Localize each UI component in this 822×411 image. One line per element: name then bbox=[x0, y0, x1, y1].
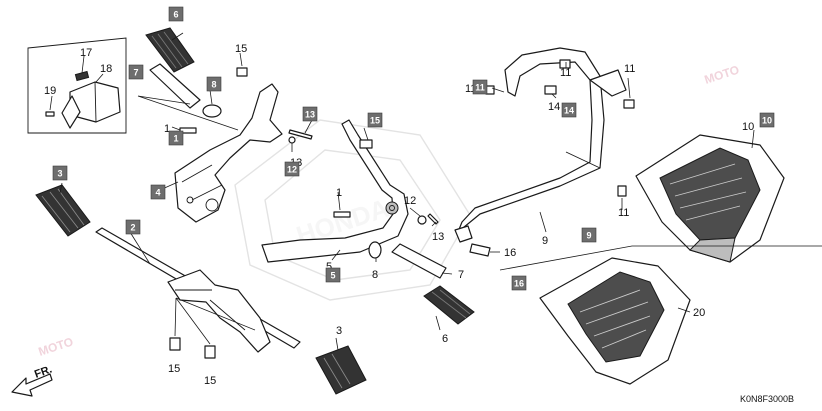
boxed-callout-14: 14 bbox=[561, 102, 577, 118]
boxed-callout-9: 9 bbox=[581, 227, 597, 243]
part-19-bolt bbox=[45, 111, 55, 117]
svg-text:7: 7 bbox=[133, 68, 138, 78]
svg-text:5: 5 bbox=[330, 271, 335, 281]
part-1-bolt-lower bbox=[333, 211, 351, 218]
callout-17: 17 bbox=[80, 47, 92, 59]
part-14-bolt bbox=[544, 85, 557, 95]
diagram-code: K0N8F3000B bbox=[740, 394, 794, 404]
callout-13-lower: 13 bbox=[432, 231, 444, 243]
part-9-guard-frame bbox=[454, 47, 627, 243]
callout-18: 18 bbox=[100, 63, 112, 75]
callout-15-right: 15 bbox=[204, 375, 216, 387]
svg-text:FR.: FR. bbox=[33, 363, 54, 380]
part-15-bolt-top bbox=[236, 67, 248, 77]
callout-1-lower: 1 bbox=[336, 187, 342, 199]
front-direction-indicator: FR. bbox=[11, 363, 54, 397]
part-13-pin-lower bbox=[427, 213, 439, 225]
callout-15-top: 15 bbox=[235, 43, 247, 55]
svg-text:12: 12 bbox=[287, 165, 297, 175]
part-8-washer bbox=[202, 104, 222, 118]
callout-6: 6 bbox=[442, 333, 448, 345]
part-12-clip-upper bbox=[288, 136, 296, 144]
logo-moto-right: MOTO bbox=[703, 62, 741, 86]
callout-15-left: 15 bbox=[168, 363, 180, 375]
svg-text:8: 8 bbox=[211, 80, 216, 90]
callout-19: 19 bbox=[44, 85, 56, 97]
part-11-bolt-c bbox=[617, 185, 627, 197]
callout-1-upper: 1 bbox=[164, 123, 170, 135]
part-8-washer-lower bbox=[368, 241, 382, 259]
boxed-callout-3: 3 bbox=[52, 165, 68, 181]
callout-3: 3 bbox=[336, 325, 342, 337]
callout-5: 5 bbox=[326, 261, 332, 273]
callout-11-right: 11 bbox=[624, 63, 635, 75]
boxed-callout-2: 2 bbox=[125, 219, 141, 235]
boxed-callout-13: 13 bbox=[302, 106, 318, 122]
part-20-lower-cover bbox=[539, 257, 691, 385]
part-15-bolt-lower-right bbox=[204, 345, 216, 359]
callout-9: 9 bbox=[542, 235, 548, 247]
svg-text:6: 6 bbox=[173, 10, 178, 20]
svg-text:3: 3 bbox=[57, 169, 62, 179]
boxed-callout-16: 16 bbox=[511, 275, 527, 291]
callout-11-top: 11 bbox=[560, 67, 571, 79]
svg-text:10: 10 bbox=[762, 116, 772, 126]
boxed-callouts: 6 7 8 1 13 12 4 3 2 15 5 11 14 10 9 16 bbox=[52, 6, 775, 291]
svg-text:4: 4 bbox=[155, 188, 160, 198]
boxed-callout-8: 8 bbox=[206, 76, 222, 92]
svg-text:14: 14 bbox=[564, 106, 574, 116]
svg-text:MOTO: MOTO bbox=[703, 62, 741, 86]
part-11-nut-a bbox=[559, 59, 571, 69]
boxed-callout-15: 15 bbox=[367, 112, 383, 128]
boxed-callout-12: 12 bbox=[284, 161, 300, 177]
part-7-pin-lower bbox=[391, 243, 447, 279]
leader-lines bbox=[49, 32, 755, 351]
part-11-nut-b bbox=[623, 99, 635, 109]
callout-14: 14 bbox=[548, 101, 560, 113]
part-18-bracket bbox=[61, 70, 121, 129]
inset-frame bbox=[27, 37, 127, 134]
divider-line bbox=[499, 245, 822, 271]
part-15-bolt-mid bbox=[359, 139, 373, 149]
part-3-step-pad-left bbox=[35, 184, 91, 237]
part-5-side-stand bbox=[261, 119, 409, 263]
boxed-callout-6: 6 bbox=[168, 6, 184, 22]
boxed-callout-5: 5 bbox=[325, 267, 341, 283]
svg-text:15: 15 bbox=[370, 116, 380, 126]
svg-text:11: 11 bbox=[475, 83, 485, 93]
svg-text:2: 2 bbox=[130, 223, 135, 233]
boxed-callout-4: 4 bbox=[150, 184, 166, 200]
svg-text:13: 13 bbox=[305, 110, 315, 120]
part-6-grip-top bbox=[145, 27, 195, 73]
callout-11-low: 11 bbox=[618, 207, 629, 219]
svg-text:1: 1 bbox=[173, 134, 178, 144]
part-12-washer-lower bbox=[417, 215, 427, 225]
svg-text:16: 16 bbox=[514, 279, 524, 289]
boxed-callout-10: 10 bbox=[759, 112, 775, 128]
callout-20: 20 bbox=[693, 307, 705, 319]
part-7-pin bbox=[149, 63, 201, 109]
callout-16: 16 bbox=[504, 247, 516, 259]
logo-moto-left: MOTO bbox=[37, 334, 75, 358]
callout-8: 8 bbox=[372, 269, 378, 281]
svg-text:9: 9 bbox=[586, 231, 591, 241]
part-15-bolt-lower-left bbox=[169, 337, 181, 351]
part-4-step-bracket bbox=[174, 83, 283, 223]
part-13-pin-upper bbox=[288, 129, 313, 140]
part-3-step-pad-lower bbox=[315, 345, 367, 395]
callout-7: 7 bbox=[458, 269, 464, 281]
callout-10: 10 bbox=[742, 121, 754, 133]
part-10-carrier-cover bbox=[635, 134, 785, 263]
boxed-callout-11: 11 bbox=[472, 79, 488, 95]
callout-12: 12 bbox=[404, 195, 416, 207]
part-6-grip-lower bbox=[423, 285, 475, 325]
svg-text:MOTO: MOTO bbox=[37, 334, 75, 358]
part-2-footrest-bar bbox=[95, 227, 301, 353]
part-16-bolt bbox=[469, 243, 491, 257]
callout-11-left: 11 bbox=[465, 83, 476, 95]
boxed-callout-1: 1 bbox=[168, 130, 184, 146]
boxed-callout-7: 7 bbox=[128, 64, 144, 80]
